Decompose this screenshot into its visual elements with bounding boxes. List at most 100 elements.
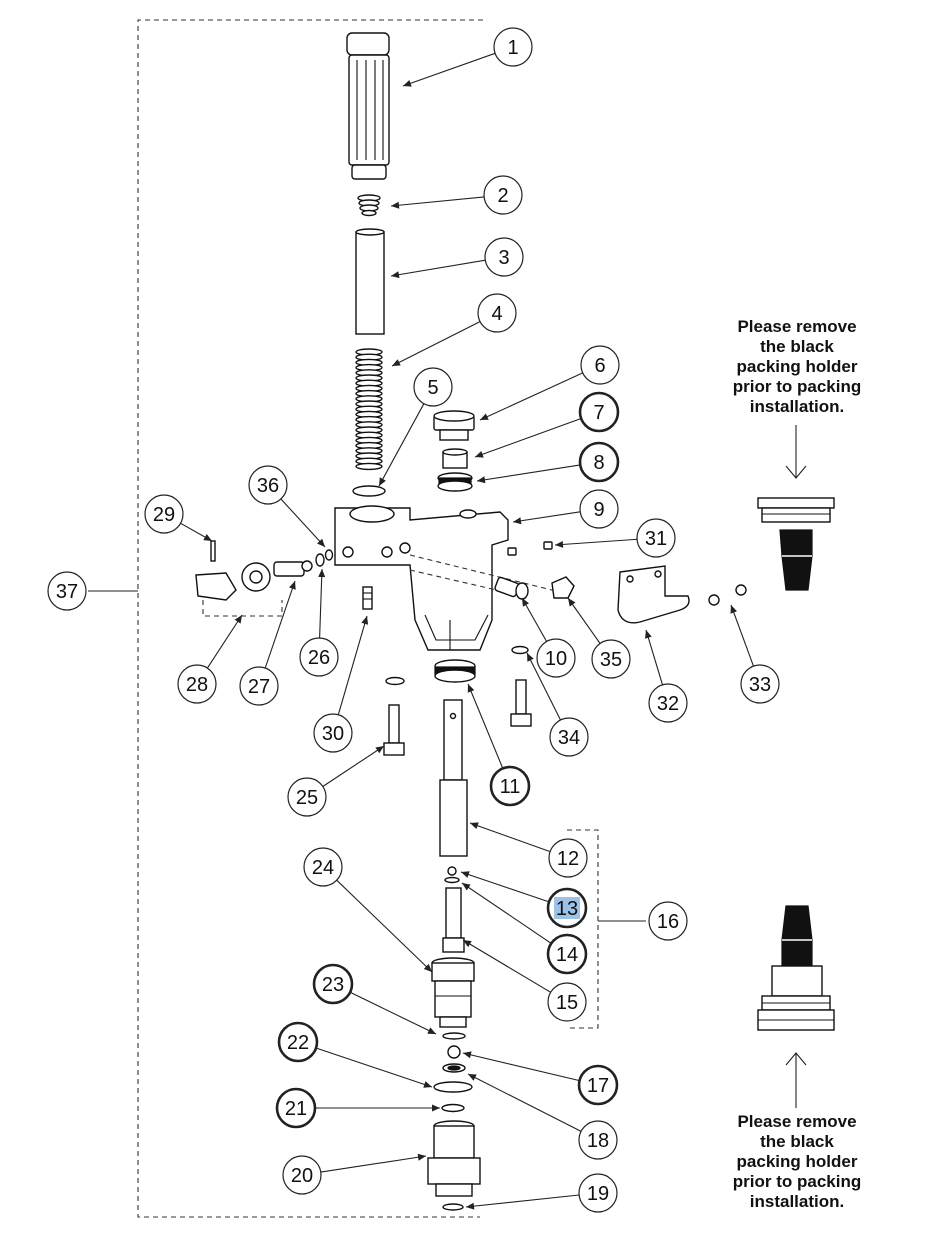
part-o-ring-23 — [442, 1032, 466, 1040]
callout-label: 5 — [427, 377, 438, 399]
callout-label: 25 — [296, 787, 318, 809]
callout-circle — [489, 765, 531, 807]
leader-arrowhead-30 — [361, 616, 369, 625]
part-valve-handle-28 — [195, 562, 283, 617]
leader-line-23 — [349, 991, 437, 1035]
leader-arrowhead-28 — [234, 615, 242, 624]
callout-11: 11 — [489, 765, 531, 807]
part-large-spring — [355, 348, 383, 471]
callout-33: 33 — [740, 664, 780, 704]
leader-arrowhead-34 — [527, 653, 534, 662]
callout-27: 27 — [239, 666, 279, 706]
callout-18: 18 — [578, 1120, 618, 1160]
part-ring-14 — [444, 876, 460, 884]
leader-line-34 — [526, 652, 561, 721]
callout-label: 13 — [556, 898, 578, 920]
callout-circle — [579, 489, 619, 529]
callout-circle — [578, 1173, 618, 1213]
callout-36: 36 — [248, 465, 288, 505]
leader-arrowhead-27 — [289, 581, 296, 590]
leader-line-14 — [461, 882, 552, 944]
callout-label: 29 — [153, 504, 175, 526]
leader-arrowhead-25 — [375, 746, 384, 754]
note-bottom-line: packing holder — [736, 1152, 858, 1171]
callout-4: 4 — [477, 293, 517, 333]
callout-label: 28 — [186, 674, 208, 696]
leader-arrowhead-22 — [423, 1081, 432, 1088]
callout-circle — [144, 494, 184, 534]
arrow-down-icon — [785, 425, 807, 479]
part-ball-13 — [447, 866, 457, 876]
callout-label: 2 — [497, 185, 508, 207]
leader-line-17 — [462, 1052, 580, 1082]
callout-label: 27 — [248, 676, 270, 698]
part-clip-19 — [442, 1203, 464, 1211]
leader-line-12 — [469, 822, 551, 853]
callout-circle — [580, 345, 620, 385]
leader-line-31 — [554, 538, 638, 546]
leader-line-10 — [521, 597, 548, 642]
part-washer-36 — [324, 549, 334, 561]
callout-label: 11 — [500, 776, 521, 798]
note-top-line: packing holder — [736, 357, 858, 376]
part-screws-33 — [708, 584, 747, 606]
callout-label: 26 — [308, 647, 330, 669]
leader-arrowhead-36 — [317, 538, 325, 547]
callout-circle — [303, 847, 343, 887]
callout-circle — [313, 713, 353, 753]
callout-label: 21 — [285, 1098, 307, 1120]
callout-circle — [740, 664, 780, 704]
callout-label: 33 — [749, 674, 771, 696]
callout-circle — [578, 441, 620, 483]
leader-line-6 — [479, 372, 583, 421]
callout-circle — [493, 27, 533, 67]
assembly-bracket-37 — [88, 19, 483, 1218]
callout-31: 31 — [636, 518, 676, 558]
leader-arrowhead-12 — [470, 822, 479, 829]
part-throat-seal-11 — [434, 659, 476, 683]
callout-35: 35 — [591, 639, 631, 679]
part-seat-18 — [442, 1063, 466, 1073]
callout-14: 14 — [546, 933, 588, 975]
callout-label: 17 — [587, 1075, 609, 1097]
callout-3: 3 — [484, 237, 524, 277]
note-top-line: installation. — [749, 397, 845, 416]
callout-label: 7 — [593, 402, 604, 424]
part-o-ring-21 — [441, 1103, 465, 1113]
leader-line-30 — [337, 615, 368, 715]
leader-arrowhead-19 — [466, 1202, 475, 1210]
callout-label: 36 — [257, 475, 279, 497]
leader-arrowhead-29 — [203, 534, 212, 541]
callout-2: 2 — [483, 175, 523, 215]
part-o-ring-26 — [315, 553, 325, 567]
callout-32: 32 — [648, 683, 688, 723]
callout-34: 34 — [549, 717, 589, 757]
callout-15: 15 — [547, 982, 587, 1022]
part-bolt-25 — [383, 704, 405, 756]
callout-30: 30 — [313, 713, 353, 753]
callout-label: 24 — [312, 857, 334, 879]
callout-9: 9 — [579, 489, 619, 529]
callout-label: 37 — [56, 581, 78, 603]
part-grip-handle — [346, 32, 390, 180]
callout-label: 23 — [322, 974, 344, 996]
leader-line-35 — [567, 597, 601, 644]
leader-arrowhead-7 — [475, 451, 484, 458]
leader-arrowhead-26 — [318, 569, 326, 578]
note-top-line: the black — [760, 337, 834, 356]
leader-arrowhead-8 — [477, 476, 486, 484]
callout-16: 16 — [648, 901, 688, 941]
leader-line-11 — [467, 683, 504, 769]
part-fitting-10 — [494, 576, 529, 600]
leader-line-20 — [320, 1155, 427, 1173]
leader-arrowhead-32 — [645, 630, 652, 639]
note-bottom-line: prior to packing — [732, 1172, 862, 1191]
callout-circle — [483, 175, 523, 215]
callout-circle — [578, 391, 620, 433]
callout-circle — [549, 717, 589, 757]
leader-line-24 — [336, 879, 433, 973]
callout-circle — [47, 571, 87, 611]
part-nipple-30 — [362, 586, 373, 610]
callout-label: 12 — [557, 848, 579, 870]
leader-arrowhead-14 — [462, 883, 471, 891]
